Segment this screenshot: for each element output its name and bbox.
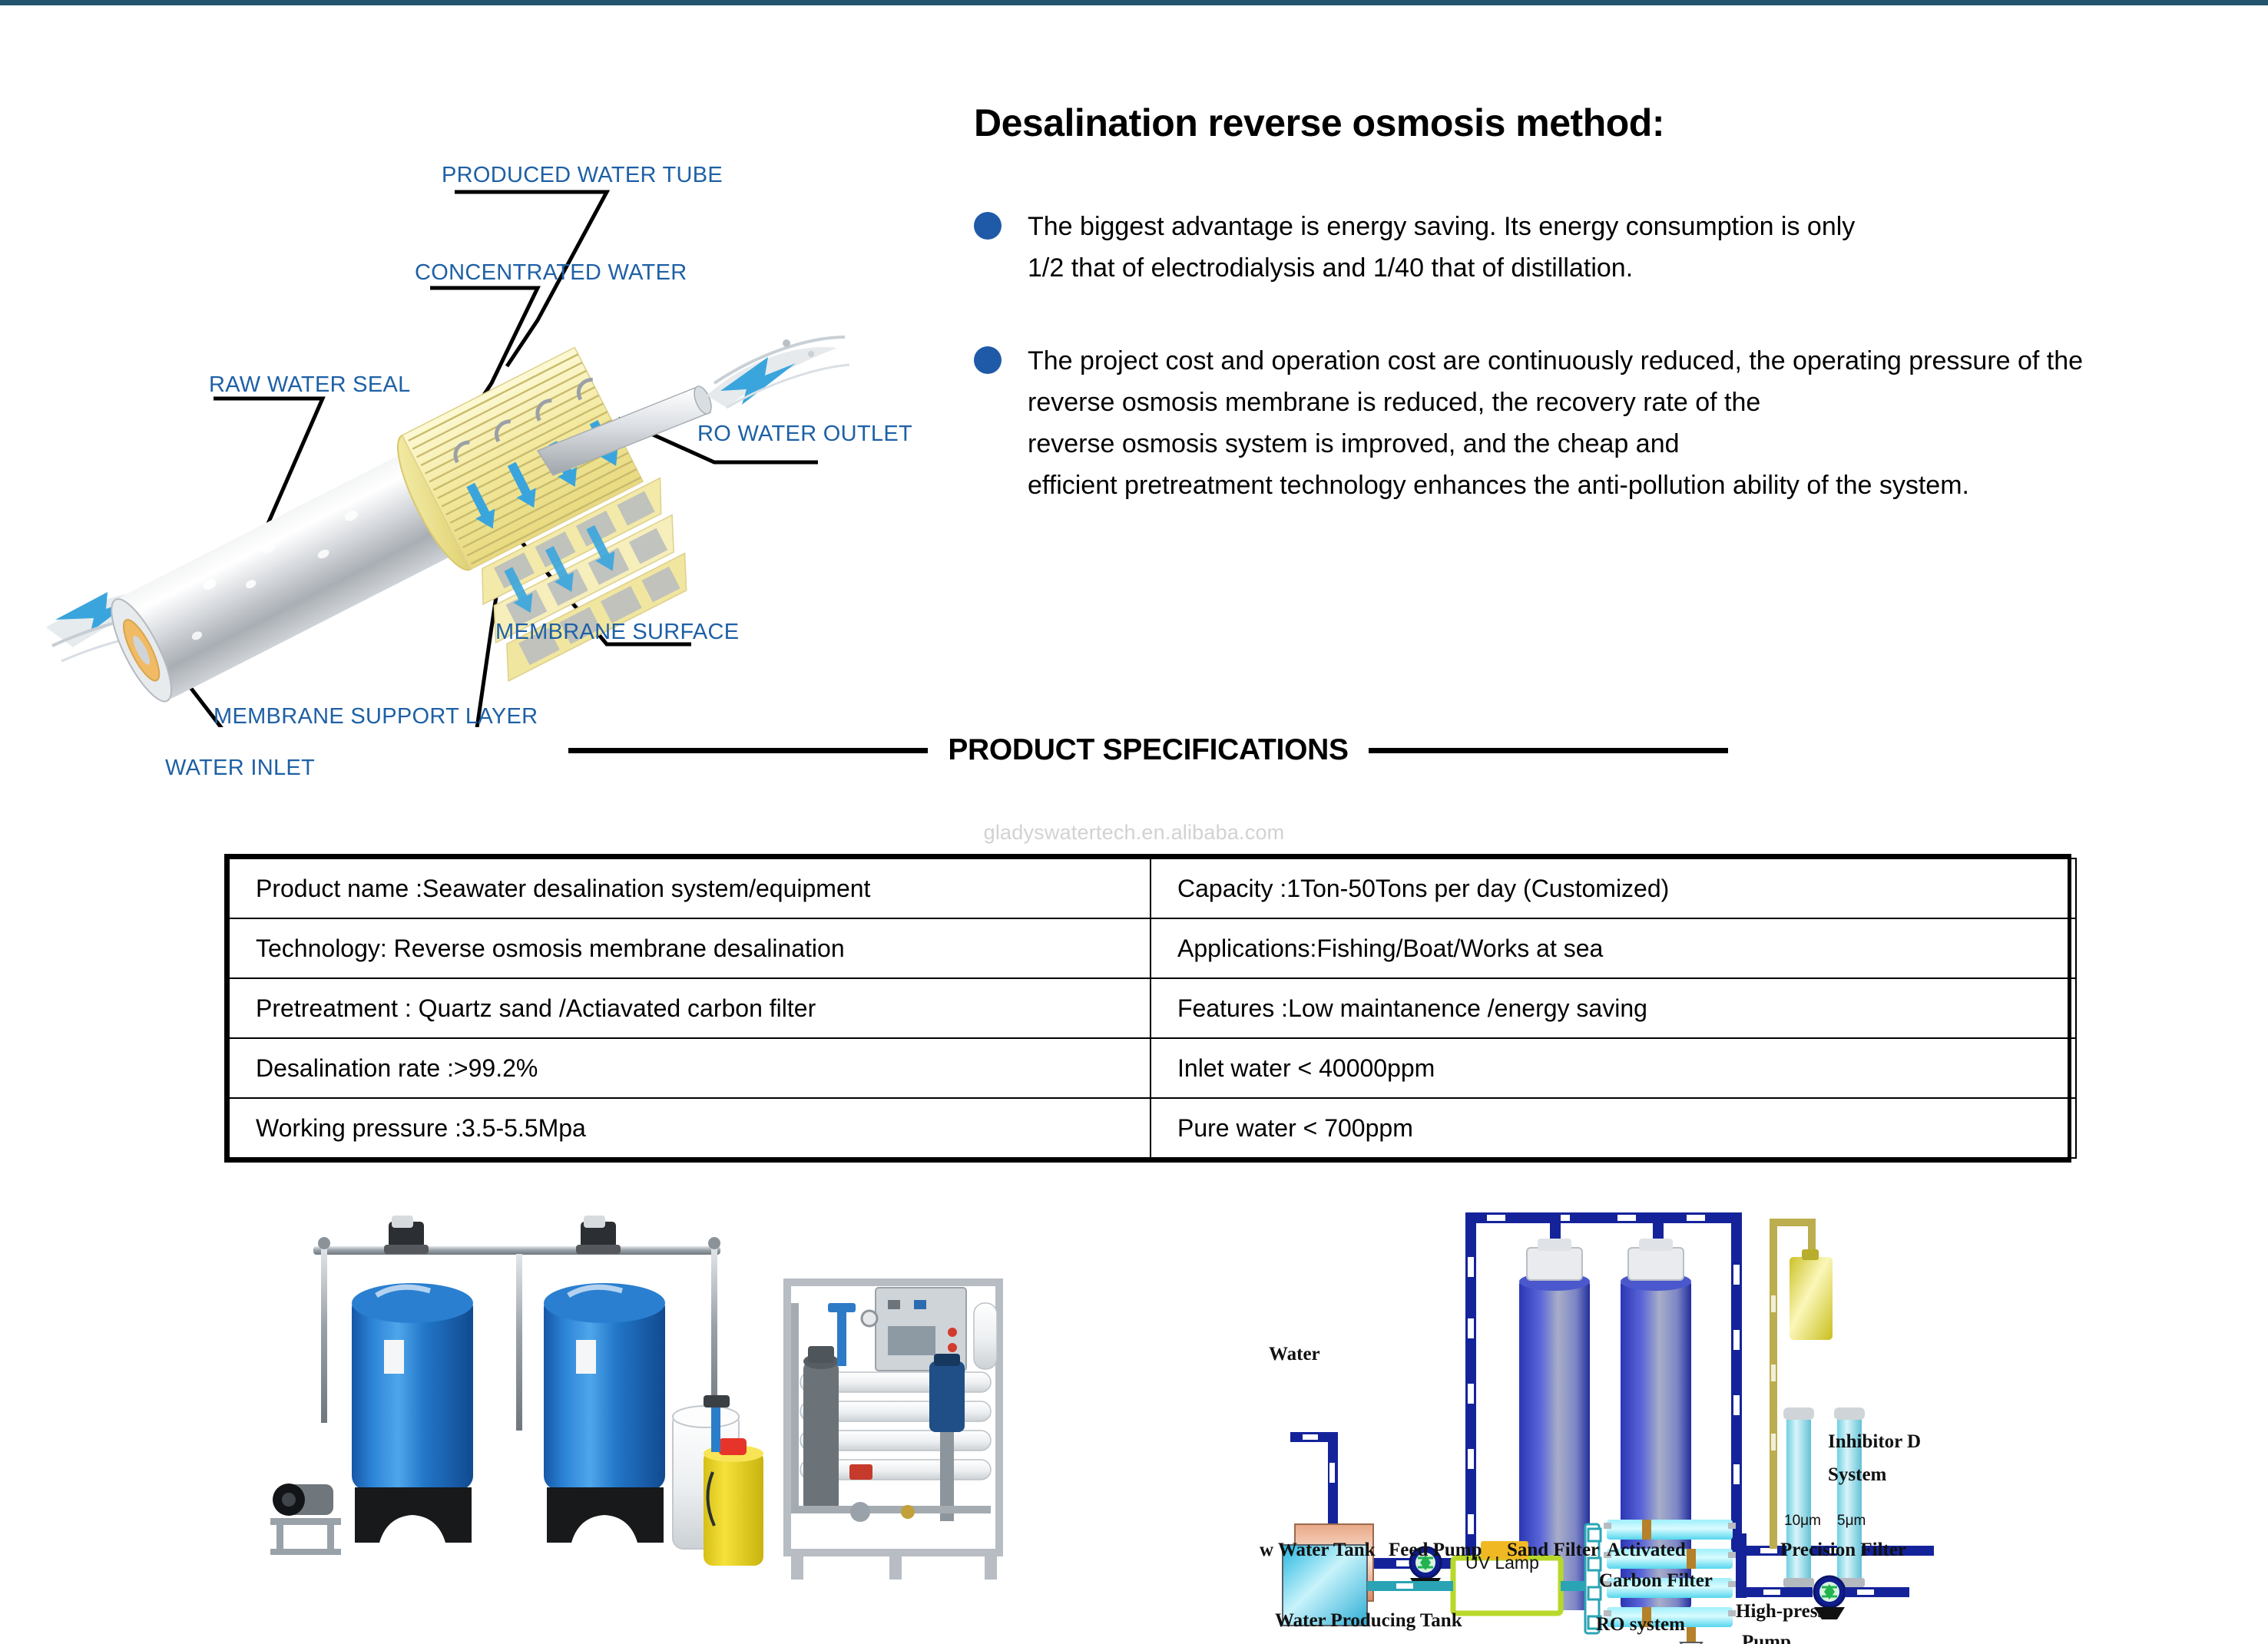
- flow-label-ro-system: RO system: [1596, 1614, 1685, 1635]
- ro-process-flow-illustration: [1282, 1212, 1934, 1644]
- spec-cell: Features :Low maintanence /energy saving: [1150, 977, 2077, 1039]
- ro-system: [1584, 1520, 1736, 1644]
- table-row: Product name :Seawater desalination syst…: [228, 858, 2077, 919]
- flow-label-high-pressure-pump-2: Pump: [1742, 1632, 1791, 1644]
- label-concentrated-water: CONCENTRATED WATER: [415, 260, 687, 285]
- ro-membrane-tubes: [1607, 1520, 1733, 1627]
- flow-label-activated-carbon-2: Carbon Filter: [1599, 1570, 1713, 1591]
- bullet-line: reverse osmosis membrane is reduced, the…: [1028, 388, 1761, 418]
- spec-cell: Technology: Reverse osmosis membrane des…: [228, 918, 1151, 979]
- table-row: Desalination rate :>99.2% Inlet water < …: [228, 1037, 2077, 1099]
- header-rule-right: [1368, 747, 1728, 753]
- membrane-leaf-stack: [396, 346, 687, 683]
- desalination-equipment-illustration: [270, 1216, 1003, 1579]
- page-title: PRODUCT SPECIFICATIONS: [948, 733, 1349, 766]
- watermark: gladyswatertech.en.alibaba.com: [983, 821, 1285, 844]
- flow-label-feed-pump: Feed Pump: [1389, 1540, 1482, 1560]
- bullet-dot-icon: [974, 346, 1002, 375]
- header-rule-left: [568, 747, 929, 753]
- label-membrane-support-layer: MEMBRANE SUPPORT LAYER: [214, 704, 538, 729]
- flow-label-inhibitor-dosing-1: Inhibitor D: [1828, 1431, 1922, 1452]
- flow-label-inhibitor-dosing-2: System: [1828, 1464, 1887, 1485]
- label-water-inlet: WATER INLET: [165, 756, 316, 780]
- flow-label-uv-lamp: UV Lamp: [1465, 1553, 1539, 1573]
- bullet-text-project-cost: The project cost and operation cost are …: [1028, 341, 2083, 506]
- ro-outlet-spray: [707, 336, 850, 409]
- spec-cell: Product name :Seawater desalination syst…: [228, 858, 1151, 919]
- spec-cell: Pretreatment : Quartz sand /Actiavated c…: [228, 977, 1151, 1039]
- label-produced-water-tube: PRODUCED WATER TUBE: [442, 163, 723, 187]
- bullet-item-project-cost: The project cost and operation cost are …: [974, 341, 2233, 506]
- ro-skid: [783, 1278, 1003, 1579]
- bullet-item-energy-saving: The biggest advantage is energy saving. …: [974, 207, 2233, 289]
- bullet-line: 1/2 that of electrodialysis and 1/40 tha…: [1028, 253, 1634, 283]
- equipment-photo: [253, 1211, 1021, 1626]
- table-row: Working pressure :3.5-5.5Mpa Pure water …: [228, 1097, 2077, 1159]
- dosing-tank: [704, 1395, 763, 1566]
- method-title: Desalination reverse osmosis method:: [974, 101, 1664, 144]
- label-raw-water-seal: RAW WATER SEAL: [209, 372, 411, 397]
- bullet-line: reverse osmosis system is improved, and …: [1028, 428, 1680, 458]
- flow-label-high-pressure-pump-1: High-pressu: [1736, 1601, 1836, 1622]
- label-membrane-surface: MEMBRANE SURFACE: [495, 620, 740, 644]
- product-specifications-header: PRODUCT SPECIFICATIONS: [568, 727, 1728, 773]
- spec-cell: Inlet water < 40000ppm: [1150, 1037, 2077, 1099]
- specifications-table: Product name :Seawater desalination syst…: [224, 854, 2077, 1163]
- table-row: Pretreatment : Quartz sand /Actiavated c…: [228, 977, 2077, 1039]
- flow-label-water: Water: [1269, 1344, 1320, 1364]
- ro-membrane-illustration: [46, 190, 850, 727]
- spec-cell: Desalination rate :>99.2%: [228, 1037, 1151, 1099]
- flow-label-micron-5: 5μm: [1837, 1513, 1866, 1529]
- ro-membrane-diagram: PRODUCED WATER TUBE CONCENTRATED WATER R…: [0, 90, 960, 780]
- table-row: Technology: Reverse osmosis membrane des…: [228, 918, 2077, 979]
- flow-label-water-producing-tank: Water Producing Tank: [1275, 1610, 1462, 1631]
- bullet-text-energy-saving: The biggest advantage is energy saving. …: [1028, 207, 1855, 289]
- activated-carbon-tank: [544, 1216, 665, 1543]
- spec-cell: Capacity :1Ton-50Tons per day (Customize…: [1150, 858, 2077, 919]
- spec-cell: Working pressure :3.5-5.5Mpa: [228, 1097, 1151, 1159]
- spec-cell: Pure water < 700ppm: [1150, 1097, 2077, 1159]
- high-pressure-pump: [1736, 1533, 1909, 1619]
- precision-filter-5um: [1834, 1407, 1865, 1587]
- flow-label-micron-10: 10μm: [1784, 1513, 1821, 1529]
- bullet-line: The project cost and operation cost are …: [1028, 346, 2084, 376]
- feed-pump: [270, 1484, 341, 1555]
- bullet-dot-icon: [974, 212, 1002, 240]
- pressure-vessel-body: [111, 435, 492, 703]
- spec-cell: Applications:Fishing/Boat/Works at sea: [1150, 918, 2077, 979]
- bullet-line: The biggest advantage is energy saving. …: [1028, 212, 1856, 241]
- flow-label-precision-filter: Precision Filter: [1780, 1540, 1907, 1560]
- label-ro-water-outlet: RO WATER OUTLET: [697, 422, 912, 446]
- sand-filter-vessel: [1519, 1239, 1590, 1610]
- water-producing-tank: [1282, 1544, 1368, 1626]
- flow-label-sand-filter: Sand Filter: [1507, 1540, 1600, 1560]
- produced-water-tube-part: [536, 385, 712, 476]
- inhibitor-dosing-tank: [1790, 1249, 1833, 1340]
- pipe-tank-to-uv: [1367, 1581, 1453, 1591]
- sand-filter-tank: [352, 1216, 473, 1543]
- precision-filter-10um: [1783, 1407, 1814, 1587]
- method-section: Desalination reverse osmosis method: The…: [974, 104, 2233, 506]
- flow-label-raw-water-tank: w Water Tank: [1260, 1540, 1376, 1560]
- process-flow-diagram: Water w Water Tank Feed Pump Sand Filter…: [1260, 1203, 2268, 1644]
- flow-label-activated-carbon-1: Activated: [1607, 1540, 1686, 1560]
- bullet-line: efficient pretreatment technology enhanc…: [1028, 470, 1969, 500]
